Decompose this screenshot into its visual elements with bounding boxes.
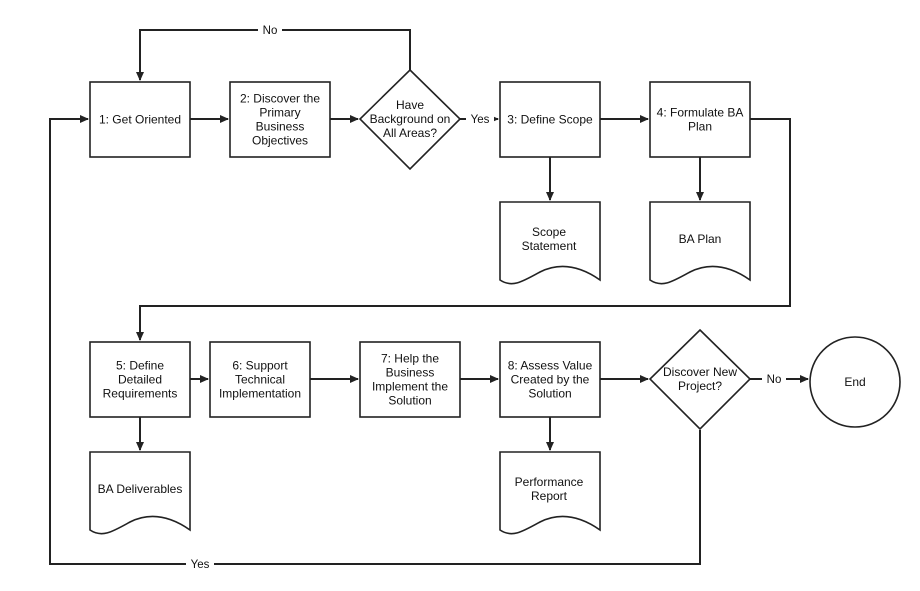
label-line: 2: Discover the xyxy=(240,92,320,106)
label-line: Have xyxy=(396,98,424,112)
label-line: Solution xyxy=(528,387,571,401)
label-line: Objectives xyxy=(252,134,308,148)
label-line: Implementation xyxy=(219,387,301,401)
label-line: Performance xyxy=(515,475,584,489)
label-line: 6: Support xyxy=(232,359,288,373)
label-line: Statement xyxy=(522,239,577,253)
label-line: 7: Help the xyxy=(381,352,439,366)
label-line: Plan xyxy=(688,120,712,134)
process-get-oriented xyxy=(89,81,191,158)
terminal-end-label: End xyxy=(844,375,865,389)
edge-label-bg xyxy=(762,371,786,387)
label-line: Background on xyxy=(370,112,451,126)
label-line: Business xyxy=(386,366,435,380)
label-line: Scope xyxy=(532,225,566,239)
label-line: End xyxy=(844,375,865,389)
label-line: All Areas? xyxy=(383,126,437,140)
document-performance-report xyxy=(499,451,601,535)
edge-label-yes-scope: Yes xyxy=(471,114,490,126)
label-line: Primary xyxy=(259,106,300,120)
label-line: Discover New xyxy=(663,365,737,379)
edge-label-no-end: No xyxy=(767,374,782,386)
label-line: 8: Assess Value xyxy=(508,359,593,373)
label-line: Technical xyxy=(235,373,285,387)
edge-label-bg xyxy=(466,111,494,127)
label-line: 4: Formulate BA xyxy=(657,106,744,120)
process-formulate-plan xyxy=(649,81,751,158)
process-discover-objectives xyxy=(229,81,331,158)
process-help-business xyxy=(359,341,461,418)
edge-label-no-top: No xyxy=(263,25,278,37)
label-line: Implement the xyxy=(372,380,448,394)
edge-newproject-yes-to-oriented xyxy=(49,115,701,565)
document-ba-deliverables-label: BA Deliverables xyxy=(98,482,183,496)
label-line: Solution xyxy=(388,394,431,408)
label-line: Business xyxy=(256,120,305,134)
process-get-oriented-label: 1: Get Oriented xyxy=(99,113,181,127)
document-ba-plan xyxy=(649,201,751,285)
terminal-end xyxy=(809,336,901,428)
label-line: Project? xyxy=(678,379,722,393)
process-assess-value xyxy=(499,341,601,418)
label-line: Report xyxy=(531,489,568,503)
edge-label-bg xyxy=(258,22,282,38)
document-ba-plan-label: BA Plan xyxy=(679,232,722,246)
label-line: Created by the xyxy=(511,373,590,387)
process-define-requirements xyxy=(89,341,191,418)
process-define-scope xyxy=(499,81,601,158)
document-ba-deliverables xyxy=(89,451,191,535)
label-line: 3: Define Scope xyxy=(507,113,593,127)
decision-have-background xyxy=(358,68,462,171)
process-define-scope-label: 3: Define Scope xyxy=(507,113,593,127)
label-line: BA Deliverables xyxy=(98,482,183,496)
edge-label-yes-bottom: Yes xyxy=(191,559,210,571)
label-line: 5: Define xyxy=(116,359,164,373)
label-line: Detailed xyxy=(118,373,162,387)
label-line: 1: Get Oriented xyxy=(99,113,181,127)
edge-label-bg xyxy=(186,556,214,572)
edge-plan-to-requirements xyxy=(136,118,791,341)
document-scope-statement xyxy=(499,201,601,285)
decision-discover-new-project xyxy=(648,328,752,431)
label-line: Requirements xyxy=(103,387,178,401)
edge-labels: No Yes No Yes xyxy=(186,22,786,572)
process-support-implementation xyxy=(209,341,311,418)
label-line: BA Plan xyxy=(679,232,722,246)
